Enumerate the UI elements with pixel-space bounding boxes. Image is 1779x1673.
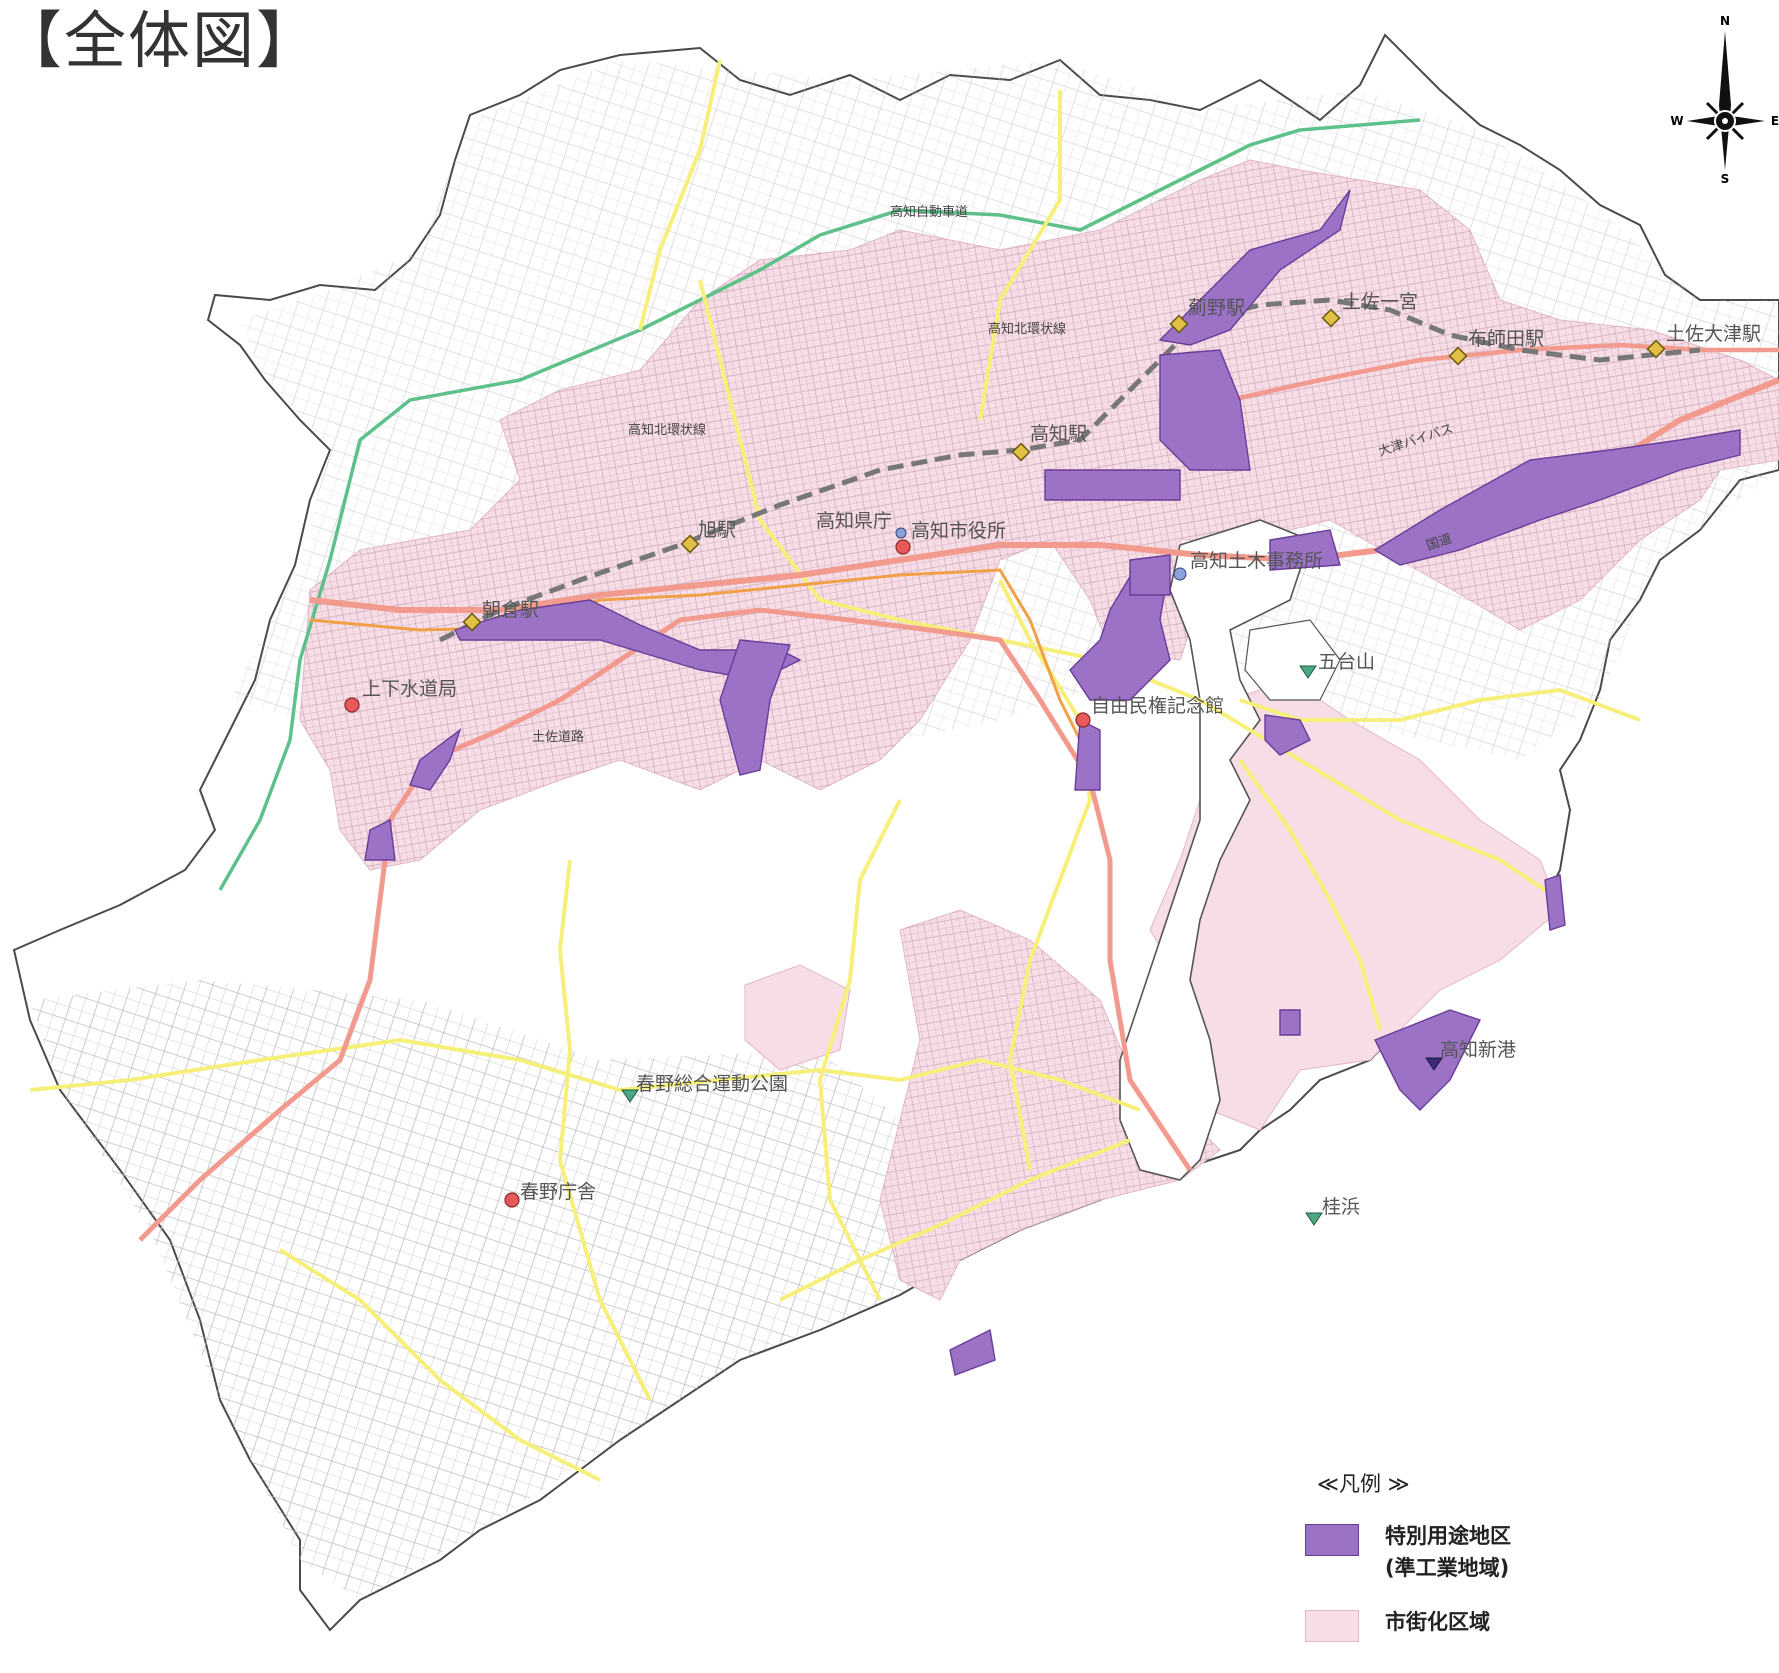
legend-label-special-district-line1: 特別用途地区: [1385, 1524, 1511, 1548]
marker-kenjo: [895, 527, 907, 539]
compass-needle-vertical: [1719, 31, 1731, 170]
label-hanyama-station: 薊野駅: [1188, 297, 1245, 319]
compass-e-label: E: [1771, 114, 1779, 128]
label-asakura-station: 朝倉駅: [482, 599, 539, 621]
label-godaisan: 五台山: [1318, 651, 1375, 673]
marker-haruno-office: [504, 1192, 520, 1208]
special-district-station-south: [1044, 469, 1181, 501]
label-shinko: 高知新港: [1440, 1039, 1516, 1061]
godaisan-island: [1244, 619, 1341, 701]
special-district-otsu: [1373, 429, 1741, 566]
coastal-road: [779, 1138, 1131, 1302]
legend-swatch-special-district: [1305, 1524, 1359, 1556]
expressway-line: [218, 118, 1421, 891]
special-district-east-coast: [1544, 874, 1566, 931]
main-road-1: [29, 1037, 1141, 1112]
marker-haruno-park: [621, 1089, 639, 1103]
special-district-bay-small: [1279, 1009, 1301, 1036]
marker-jiyu: [1075, 712, 1091, 728]
compass-rose: N S W E: [1670, 14, 1779, 185]
label-city-hall: 高知市役所: [911, 520, 1006, 542]
legend-title: ≪凡例 ≫: [1317, 1472, 1410, 1496]
main-road-6: [698, 279, 1562, 902]
label-jiyu: 自由民権記念館: [1091, 694, 1224, 717]
compass-s-label: S: [1721, 172, 1730, 185]
label-haruno-park: 春野総合運動公園: [636, 1073, 788, 1095]
station-markers: [462, 308, 1666, 632]
label-kita-kanjo-west: 高知北環状線: [628, 422, 706, 438]
main-road-7: [638, 59, 722, 331]
special-district-hanyama: [1158, 189, 1351, 346]
station-marker-asahi: [680, 534, 700, 554]
special-district-godaisan: [1264, 714, 1311, 756]
label-kita-kanjo-east: 高知北環状線: [988, 321, 1066, 337]
special-district-tosaroad1: [409, 728, 462, 791]
label-tosa-road: 土佐道路: [532, 729, 584, 745]
urbanization-area-south-streets: [880, 910, 1220, 1300]
special-district-south: [949, 1328, 996, 1376]
main-road-3: [817, 799, 902, 1301]
label-katsurahama: 桂浜: [1322, 1196, 1360, 1218]
legend: ≪凡例 ≫ 特別用途地区 (準工業地域) 市街化区域: [1305, 1468, 1605, 1664]
marker-katsurahama: [1305, 1212, 1323, 1226]
special-district-station: [1159, 349, 1251, 471]
urbanization-area-central-streets: [300, 160, 1779, 870]
station-marker-otsu: [1646, 339, 1666, 359]
station-marker-kochi: [1011, 442, 1031, 462]
label-suido: 上下水道局: [362, 678, 457, 700]
legend-swatch-urbanization-area: [1305, 1610, 1359, 1642]
label-doboku: 高知土木事務所: [1190, 550, 1323, 572]
label-kochi-station: 高知駅: [1030, 423, 1087, 445]
main-road-8: [978, 90, 1062, 421]
marker-shinko: [1425, 1057, 1443, 1071]
station-marker-asakura: [462, 612, 482, 632]
urado-bay: [1119, 519, 1311, 1181]
special-district-doboku: [1129, 554, 1171, 596]
label-tosa-otsu-station: 土佐大津駅: [1666, 323, 1761, 345]
main-road-2: [557, 859, 652, 1401]
station-marker-ichinomiya: [1321, 308, 1341, 328]
marker-doboku: [1173, 567, 1187, 581]
special-district-otsu-west: [1269, 529, 1341, 571]
map-title: 【全体図】: [0, 4, 321, 77]
station-marker-nunoshida: [1448, 346, 1468, 366]
special-district-jiyu: [1074, 718, 1101, 791]
special-district-tosaroad2: [364, 818, 396, 861]
label-kenjo: 高知県庁: [816, 510, 892, 532]
label-nunoshida-station: 布師田駅: [1468, 328, 1544, 350]
label-haruno-office: 春野庁舎: [520, 1181, 596, 1203]
urbanization-area-southwest: [744, 964, 851, 1071]
legend-item-urbanization-area: 市街化区域: [1305, 1606, 1605, 1642]
special-district-kamo: [719, 639, 791, 776]
marker-godaisan: [1299, 665, 1317, 679]
main-road-4: [998, 579, 1093, 1171]
compass-w-label: W: [1670, 114, 1683, 128]
compass-n-label: N: [1720, 14, 1730, 28]
railway-line: [438, 297, 1701, 643]
label-tosa-ichinomiya: 土佐一宮: [1342, 291, 1418, 313]
compass-center-dot: [1722, 118, 1728, 124]
legend-label-special-district: 特別用途地区 (準工業地域): [1385, 1520, 1511, 1584]
station-marker-hanyama: [1169, 314, 1189, 334]
label-expressway: 高知自動車道: [890, 204, 968, 220]
main-road-5: [1239, 687, 1641, 722]
label-asahi-station: 旭駅: [698, 519, 736, 541]
marker-city-hall: [895, 539, 911, 555]
special-use-districts: [364, 189, 1741, 1376]
main-road-9: [278, 1248, 601, 1482]
legend-label-special-district-line2: (準工業地域): [1385, 1556, 1510, 1580]
legend-label-urbanization-area: 市街化区域: [1385, 1610, 1490, 1634]
marker-suido: [344, 697, 360, 713]
legend-item-special-district: 特別用途地区 (準工業地域): [1305, 1520, 1605, 1584]
bay-east-road: [1238, 758, 1382, 1031]
street-network-west: [30, 980, 1000, 1600]
